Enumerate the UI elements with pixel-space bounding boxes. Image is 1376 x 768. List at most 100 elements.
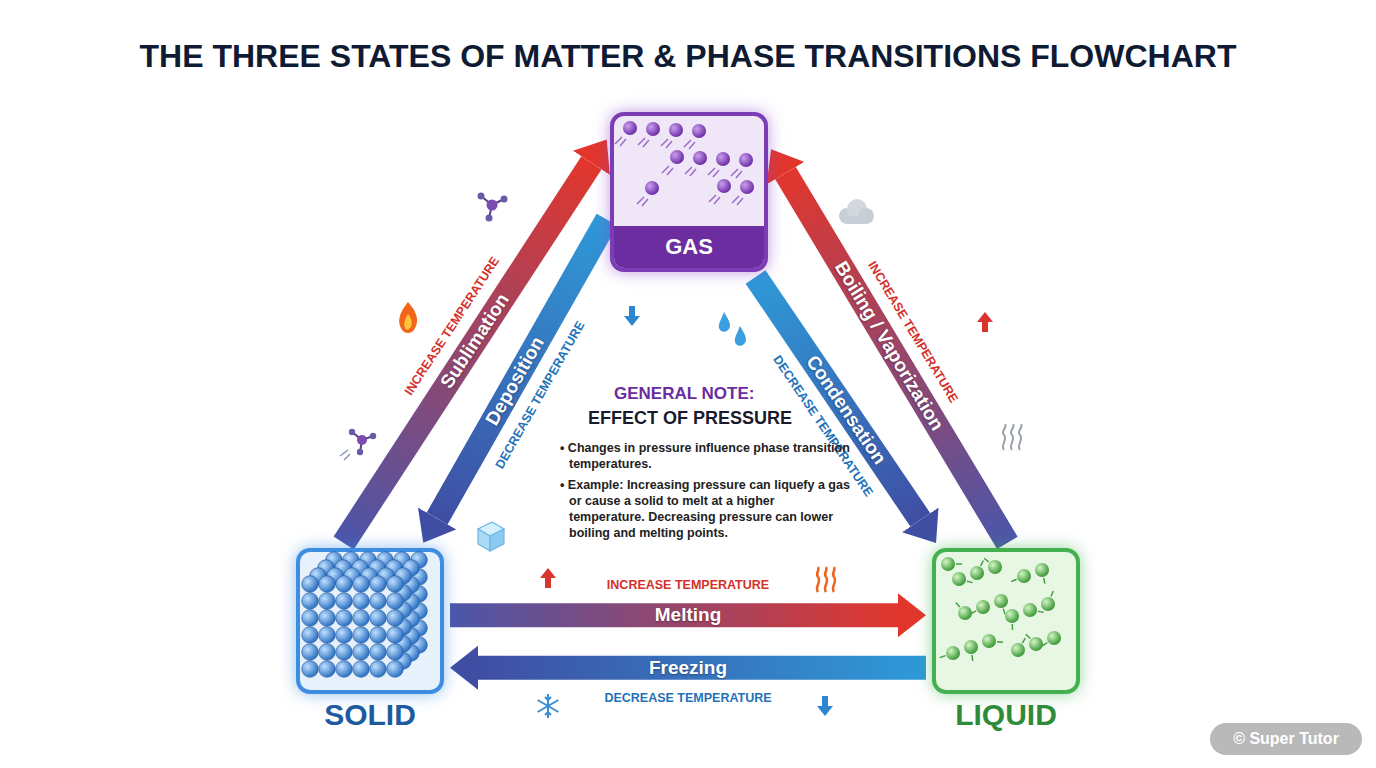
transition-arrow: [450, 603, 898, 627]
down-arrow-icon-part: [629, 306, 635, 316]
solid-particle: [336, 576, 353, 593]
flame-icon-part: [404, 314, 412, 330]
transition-arrow: [478, 656, 926, 680]
solid-particle: [336, 593, 353, 610]
down-arrow-icon-part: [624, 316, 640, 326]
motion-arrow: [1051, 591, 1053, 597]
down-arrow-icon-part: [822, 696, 828, 706]
note-bullet: • Changes in pressure influence phase tr…: [560, 440, 852, 472]
heat-waves-icon: [817, 567, 835, 592]
gas-state-box: GAS: [610, 112, 768, 272]
solid-particle: [336, 610, 353, 627]
solid-particle: [370, 661, 387, 678]
motion-trail: [684, 140, 695, 149]
note-heading: GENERAL NOTE:: [614, 384, 754, 404]
solid-particle: [353, 644, 370, 661]
solid-state-box: SOLID: [296, 548, 444, 694]
note-bullet: • Example: Increasing pressure can lique…: [560, 477, 852, 541]
motion-arrow: [1022, 638, 1025, 643]
solid-particle: [319, 593, 336, 610]
gas-particle: [740, 180, 754, 194]
molecule-icon-part: [340, 450, 350, 460]
increase-temperature-note: INCREASE TEMPERATURE: [607, 578, 769, 592]
motion-trail: [685, 167, 696, 176]
snowflake-icon-part: [538, 700, 559, 712]
liquid-particle: [1023, 603, 1037, 617]
solid-particle: [319, 610, 336, 627]
ice-cube-icon-part: [478, 529, 490, 551]
watermark: © Super Tutor: [1210, 723, 1362, 755]
solid-particle: [319, 627, 336, 644]
steam-lines-icon-part: [1019, 424, 1022, 450]
gas-particle: [693, 151, 707, 165]
decrease-temperature-note: DECREASE TEMPERATURE: [604, 691, 771, 705]
molecule-icon-part: [487, 200, 498, 211]
motion-trail: [615, 137, 626, 146]
solid-particle: [319, 576, 336, 593]
motion-arrow: [967, 581, 973, 583]
molecule-icon-part: [349, 429, 355, 435]
solid-particle: [387, 661, 404, 678]
solid-particle: [387, 610, 404, 627]
liquid-particle: [946, 646, 960, 660]
solid-particle: [370, 627, 387, 644]
solid-particle: [387, 576, 404, 593]
motion-arrow: [997, 641, 1003, 643]
solid-particle: [353, 576, 370, 593]
molecule-icon-part: [357, 435, 367, 445]
steam-cloud-icon: [839, 199, 874, 224]
gas-particle: [646, 122, 660, 136]
molecule-icon: [340, 429, 376, 460]
solid-particle: [370, 576, 387, 593]
motion-arrow: [1003, 609, 1005, 615]
motion-trail: [638, 138, 649, 147]
solid-particle: [353, 627, 370, 644]
flame-icon: [399, 302, 417, 333]
heat-waves-icon-part: [833, 567, 835, 592]
gas-particle: [692, 124, 706, 138]
down-arrow-icon-part: [817, 706, 833, 716]
heat-waves-icon-part: [817, 567, 819, 592]
solid-particle: [302, 627, 319, 644]
motion-arrow: [981, 561, 984, 566]
solid-particle: [302, 576, 319, 593]
solid-particle: [387, 593, 404, 610]
molecule-icon-part: [357, 449, 363, 455]
solid-particle: [387, 627, 404, 644]
motion-arrow: [956, 602, 960, 607]
solid-particle: [302, 661, 319, 678]
steam-lines-icon-part: [1011, 424, 1014, 450]
liquid-state-box: LIQUID: [932, 548, 1080, 694]
gas-particle: [716, 152, 730, 166]
snowflake-icon-part: [538, 700, 559, 712]
liquid-particle: [994, 594, 1008, 608]
ice-cube-icon-part: [490, 529, 504, 551]
liquid-particle: [1041, 597, 1055, 611]
state-label: LIQUID: [955, 698, 1057, 732]
liquid-particle: [1011, 643, 1025, 657]
droplet-icon-part: [735, 326, 746, 346]
state-label: SOLID: [324, 698, 416, 732]
solid-particle: [336, 644, 353, 661]
gas-particle: [717, 179, 731, 193]
down-arrow-icon: [624, 306, 640, 326]
motion-trail: [709, 195, 720, 204]
solid-particle: [302, 593, 319, 610]
note-subheading: EFFECT OF PRESSURE: [588, 408, 792, 429]
up-arrow-icon-part: [545, 578, 551, 588]
motion-arrow: [1011, 579, 1016, 581]
motion-trail: [731, 169, 742, 178]
transition-name: Freezing: [649, 657, 727, 679]
molecule-icon-part: [486, 215, 493, 222]
flame-icon-part: [399, 302, 417, 333]
liquid-particles: [932, 548, 1080, 694]
up-arrow-icon-part: [982, 322, 988, 332]
up-arrow-icon: [540, 568, 556, 588]
liquid-particle: [941, 557, 955, 571]
molecule-icon-part: [370, 433, 376, 439]
transition-name: Melting: [655, 604, 722, 626]
motion-arrow: [971, 655, 973, 661]
solid-particle: [319, 644, 336, 661]
solid-particle: [302, 644, 319, 661]
